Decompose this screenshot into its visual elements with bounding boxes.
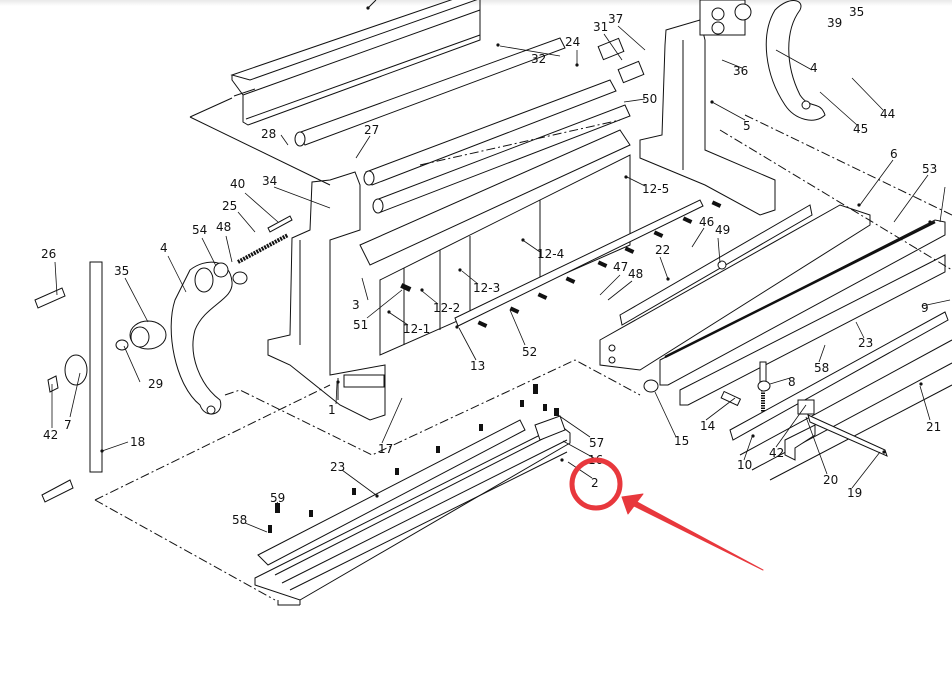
alignment-lines xyxy=(94,97,952,601)
part-label-12-5: 12-5 xyxy=(642,182,669,196)
part-label-48: 48 xyxy=(216,220,231,234)
part-label-52: 52 xyxy=(522,345,537,359)
front-beam-6 xyxy=(599,203,871,371)
part-label-42: 42 xyxy=(43,428,58,442)
left-side-frame xyxy=(267,171,386,421)
part-label-20: 20 xyxy=(823,473,838,487)
part-label-28: 28 xyxy=(261,127,276,141)
part-label-12-4: 12-4 xyxy=(537,247,564,261)
handle-bar-18 xyxy=(34,261,104,503)
part-label-31: 31 xyxy=(593,20,608,34)
part-label-32: 32 xyxy=(531,52,546,66)
part-label-58: 58 xyxy=(232,513,247,527)
part-label-27: 27 xyxy=(364,123,379,137)
roller-32 xyxy=(294,37,566,147)
gear-hub-35 xyxy=(115,320,167,351)
roller-31 xyxy=(372,60,645,214)
part-label-12-3: 12-3 xyxy=(473,281,500,295)
part-label-10: 10 xyxy=(737,458,752,472)
top-edge-shade xyxy=(0,0,952,6)
crank-arm-right xyxy=(765,0,826,121)
right-side-frame xyxy=(639,0,776,216)
knob-15 xyxy=(643,379,659,393)
part-label-54: 54 xyxy=(192,223,207,237)
part-label-12-1: 12-1 xyxy=(403,322,430,336)
bar-10 xyxy=(729,311,949,441)
part-label-4: 4 xyxy=(810,61,818,75)
part-label-7: 7 xyxy=(64,418,72,432)
part-label-22: 22 xyxy=(655,243,670,257)
part-label-44: 44 xyxy=(880,107,895,121)
bar-23-bottom xyxy=(257,419,526,566)
part-label-2: 2 xyxy=(591,476,599,490)
part-label-25: 25 xyxy=(222,199,237,213)
part-label-42: 42 xyxy=(769,446,784,460)
part-label-23: 23 xyxy=(858,336,873,350)
part-label-5: 5 xyxy=(743,119,751,133)
part-label-24: 24 xyxy=(565,35,580,49)
part-label-37: 37 xyxy=(608,12,623,26)
part-label-35: 35 xyxy=(849,5,864,19)
part-label-57: 57 xyxy=(589,436,604,450)
part-label-48: 48 xyxy=(628,267,643,281)
part-label-21: 21 xyxy=(926,420,941,434)
part-label-18: 18 xyxy=(130,435,145,449)
part-label-35: 35 xyxy=(114,264,129,278)
highlight-arrow-icon xyxy=(621,493,764,571)
highlight-circle xyxy=(569,457,623,511)
part-label-3: 3 xyxy=(352,298,360,312)
part-labels: 1 2 3 4 4 5 6 7 8 9 10 12-1 12-2 12-3 12… xyxy=(41,5,941,527)
part-label-59: 59 xyxy=(270,491,285,505)
top-cover-channel xyxy=(230,0,481,126)
part-label-9: 9 xyxy=(921,301,929,315)
blade-beam-9 xyxy=(659,219,946,406)
crank-arm-left xyxy=(170,261,233,415)
part-label-8: 8 xyxy=(788,375,796,389)
part-label-40: 40 xyxy=(230,177,245,191)
spring-25 xyxy=(213,215,293,285)
part-label-51: 51 xyxy=(353,318,368,332)
part-label-14: 14 xyxy=(700,419,715,433)
highlight-annotation xyxy=(569,457,764,571)
part-label-50: 50 xyxy=(642,92,657,106)
part-label-1: 1 xyxy=(328,403,336,417)
part-label-15: 15 xyxy=(674,434,689,448)
part-label-34: 34 xyxy=(262,174,277,188)
bracket-16 xyxy=(534,415,566,462)
part-label-36: 36 xyxy=(733,64,748,78)
part-label-47: 47 xyxy=(613,260,628,274)
blade-assembly-12 xyxy=(359,129,631,356)
screws-row xyxy=(400,200,722,328)
bar-13 xyxy=(454,199,704,329)
part-label-58: 58 xyxy=(814,361,829,375)
screw-8 xyxy=(720,361,771,412)
roller-24 xyxy=(363,37,625,186)
part-label-4: 4 xyxy=(160,241,168,255)
part-label-39: 39 xyxy=(827,16,842,30)
part-label-49: 49 xyxy=(715,223,730,237)
part-label-26: 26 xyxy=(41,247,56,261)
plate-7 xyxy=(47,354,88,393)
part-label-17: 17 xyxy=(378,442,393,456)
part-label-6: 6 xyxy=(890,147,898,161)
rod-19 xyxy=(784,399,888,461)
bolts-base xyxy=(268,384,559,533)
part-label-19: 19 xyxy=(847,486,862,500)
part-label-53: 53 xyxy=(922,162,937,176)
part-label-45: 45 xyxy=(853,122,868,136)
part-label-29: 29 xyxy=(148,377,163,391)
part-label-12-2: 12-2 xyxy=(433,301,460,315)
base-plate-2 xyxy=(254,424,571,606)
part-label-46: 46 xyxy=(699,215,714,229)
leader-lines xyxy=(51,25,951,533)
part-label-13: 13 xyxy=(470,359,485,373)
part-label-23: 23 xyxy=(330,460,345,474)
